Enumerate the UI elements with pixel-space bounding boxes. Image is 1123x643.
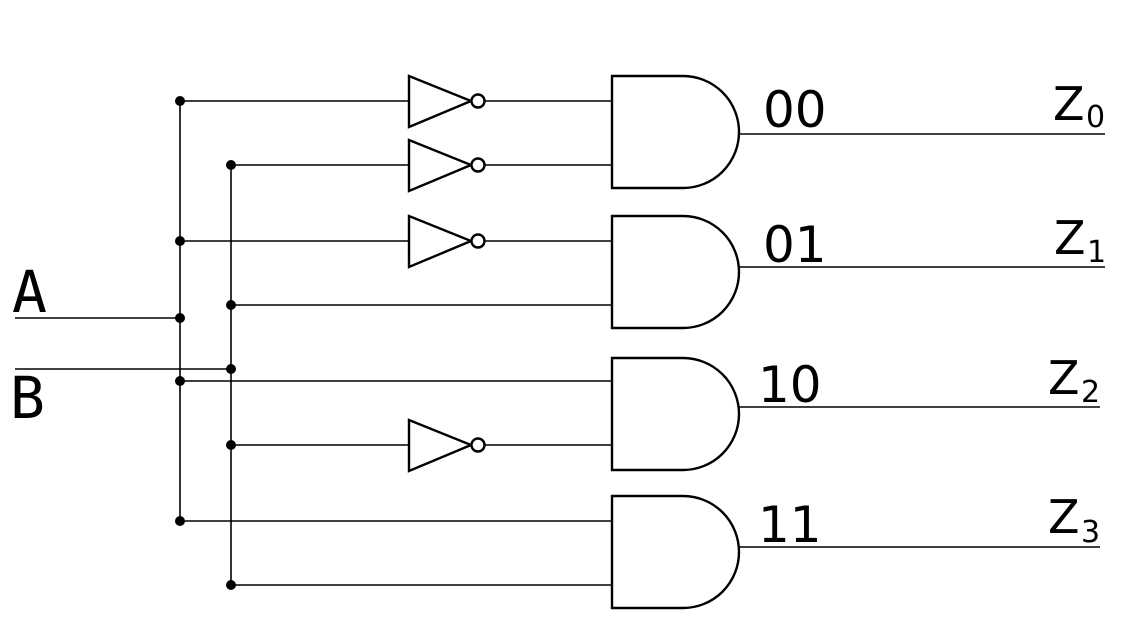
and-gate-1 — [610, 74, 741, 190]
inversion-bubble — [470, 93, 486, 109]
code-label-00: 00 — [763, 81, 827, 139]
output-name: Z — [1048, 351, 1080, 405]
not-gate-1 — [407, 74, 486, 129]
junction-dots — [175, 96, 236, 590]
inversion-bubble — [470, 157, 486, 173]
output-label-z3: Z 3 — [1048, 490, 1100, 550]
code-label-01: 01 — [763, 216, 827, 274]
input-a-label: A — [12, 258, 47, 326]
output-label-z2: Z 2 — [1048, 351, 1100, 410]
code-label-10: 10 — [758, 356, 822, 414]
output-subscript: 3 — [1081, 515, 1100, 550]
code-label-11: 11 — [758, 496, 822, 554]
inversion-bubble — [470, 437, 486, 453]
output-subscript: 0 — [1086, 100, 1105, 135]
junction-dot — [175, 313, 185, 323]
not-gate-3 — [407, 214, 486, 269]
input-b-label: B — [10, 364, 45, 432]
not-gate-2 — [407, 138, 486, 193]
output-label-z1: Z 1 — [1054, 211, 1106, 270]
output-name: Z — [1048, 490, 1080, 544]
output-subscript: 1 — [1087, 235, 1106, 270]
inversion-bubble — [470, 233, 486, 249]
not-gate-4 — [407, 418, 486, 473]
output-name: Z — [1053, 77, 1085, 131]
and-gate-4 — [610, 494, 741, 610]
and-gate-3 — [610, 356, 741, 472]
output-subscript: 2 — [1081, 375, 1100, 410]
output-name: Z — [1054, 211, 1086, 265]
junction-dot — [226, 364, 236, 374]
and-gate-2 — [610, 214, 741, 330]
output-label-z0: Z 0 — [1053, 77, 1105, 135]
